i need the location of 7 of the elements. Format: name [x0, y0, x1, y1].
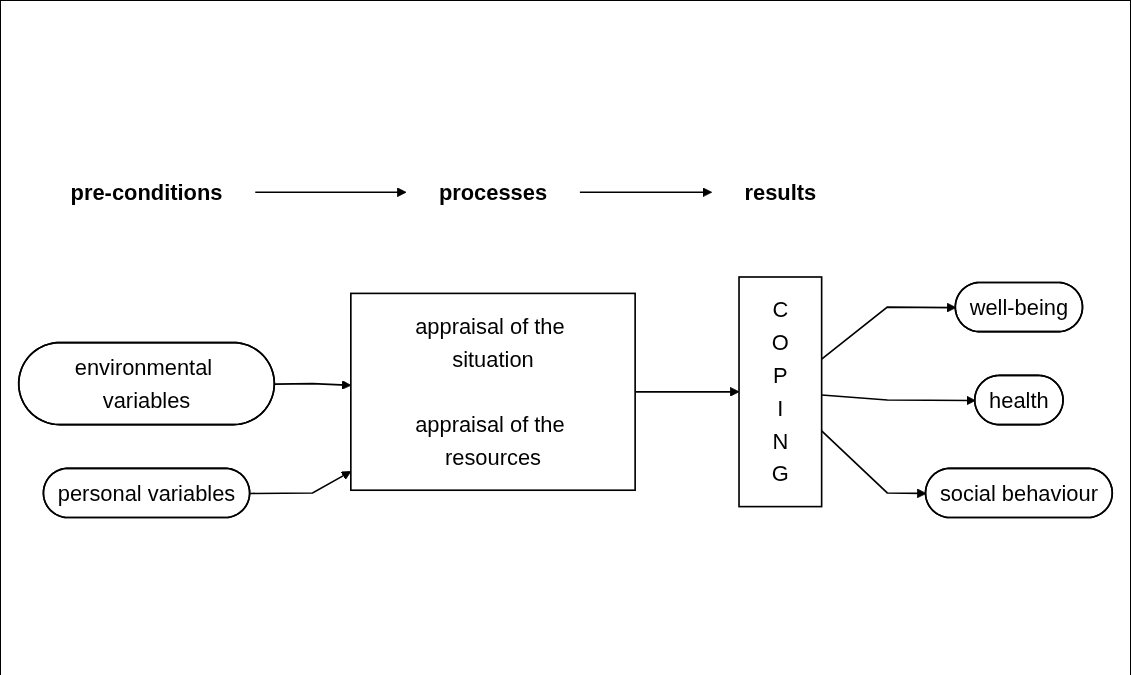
- arrow: [254, 186, 407, 197]
- node-box: C O P I N G: [738, 275, 823, 507]
- arrow: [579, 186, 713, 197]
- node-box: appraisal of the situation appraisal of the resources: [350, 292, 636, 491]
- node-text: pre-conditions: [70, 179, 223, 204]
- node-text: processes: [438, 179, 548, 204]
- node-text: results: [744, 179, 817, 204]
